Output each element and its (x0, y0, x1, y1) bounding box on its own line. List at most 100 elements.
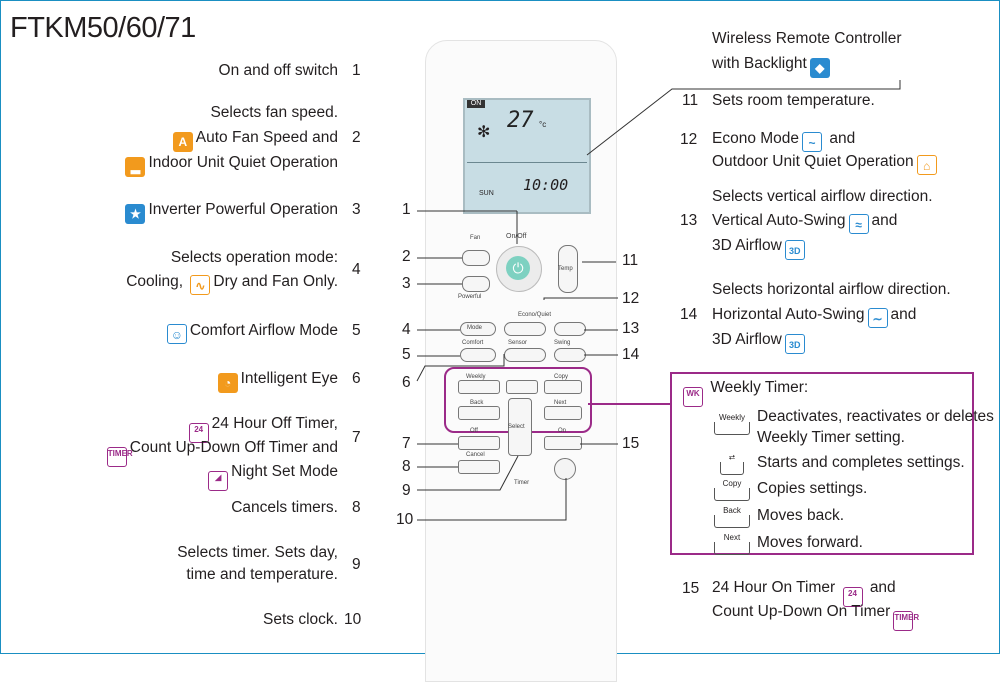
callout-12: 12 (622, 290, 640, 307)
weekly-row-3: Copies settings. (757, 480, 868, 497)
lcd-day: SUN (479, 190, 494, 197)
onoff-button[interactable]: ⏻ (496, 246, 542, 292)
timer-onoff-icon: TIMER (106, 447, 133, 467)
weekly-button-label: Weekly (466, 374, 486, 380)
next-button[interactable] (544, 406, 582, 420)
backlight-icon: ◆ (809, 58, 830, 78)
powerful-icon: ★ (125, 204, 146, 224)
3d-airflow-icon: 3D (784, 240, 805, 260)
label-7-line2: TIMERCount Up-Down Off Timer and (104, 436, 338, 467)
remote-label-line2: with Backlight◆ (712, 52, 833, 78)
callout-10: 10 (396, 511, 414, 528)
temp-button-label: Temp (558, 266, 573, 272)
callout-14: 14 (622, 346, 640, 363)
select-button[interactable] (508, 398, 532, 456)
item-14-line2: Horizontal Auto-Swing∼and (712, 306, 917, 328)
callout-lines (416, 80, 901, 521)
copy-button-label: Copy (554, 374, 569, 380)
callout-5: 5 (402, 346, 411, 363)
callout-9: 9 (402, 482, 411, 499)
timer-label: Timer (514, 480, 530, 486)
24-hour-timer-icon: 24 (842, 587, 863, 607)
item-12-num: 12 (680, 131, 698, 148)
weekly-button[interactable] (458, 380, 500, 394)
weekly-row-4: Moves back. (757, 507, 845, 524)
onoff-button-label: On/Off (506, 233, 527, 240)
callout-4: 4 (402, 321, 411, 338)
dry-icon: ∿ (190, 275, 211, 295)
item-15-num: 15 (682, 580, 700, 597)
powerful-button[interactable] (462, 276, 490, 292)
weekly-row-2: Starts and completes settings. (757, 454, 965, 471)
swing-button-label: Swing (554, 340, 571, 346)
lcd-divider (467, 162, 587, 163)
24-hour-timer-icon: 24 (188, 423, 209, 443)
label-2-line1: Selects fan speed. (210, 104, 338, 121)
item-11-num: 11 (682, 92, 699, 109)
label-3-num: 3 (352, 201, 361, 218)
label-1-num: 1 (352, 62, 361, 79)
label-4-line1: Selects operation mode: (170, 249, 338, 266)
label-2-num: 2 (352, 129, 361, 146)
powerful-button-label: Powerful (458, 294, 482, 300)
night-set-icon: ◢ (208, 471, 229, 491)
callout-7: 7 (402, 435, 411, 452)
label-2-line3: ▂Indoor Unit Quiet Operation (122, 151, 338, 177)
comfort-button[interactable] (554, 322, 586, 336)
callout-3: 3 (402, 275, 411, 292)
mode-button[interactable] (460, 322, 496, 336)
weekly-row-5: Moves forward. (757, 534, 863, 551)
key-weekly: Weekly (714, 413, 750, 438)
callout-8: 8 (402, 458, 411, 475)
callout-15: 15 (622, 435, 640, 452)
intelligent-eye-icon: ◔ (217, 373, 238, 393)
weekly-timer-icon: WK (683, 387, 703, 407)
econo-quiet-button[interactable] (504, 322, 546, 336)
temp-button[interactable] (558, 245, 578, 293)
remote-lcd-display: ON 27 °c ✻ 10:00 SUN (463, 98, 591, 214)
lcd-temperature: 27 (507, 108, 534, 133)
item-11-text: Sets room temperature. (712, 92, 875, 109)
econo-icon: ~ (802, 132, 823, 152)
label-8: Cancels timers. (231, 499, 338, 516)
enter-button[interactable] (506, 380, 538, 394)
cancel-button[interactable] (458, 460, 500, 474)
vertical-swing-icon: ≈ (848, 214, 869, 234)
copy-button[interactable] (544, 380, 582, 394)
clock-button[interactable] (554, 458, 576, 480)
page-title: FTKM50/60/71 (10, 12, 196, 44)
label-9-line2: time and temperature. (186, 566, 338, 583)
weekly-row-1-line2: Weekly Timer setting. (757, 429, 905, 446)
key-next: Next (714, 533, 750, 558)
remote-label-line1: Wireless Remote Controller (712, 30, 902, 47)
on-timer-button[interactable] (544, 436, 582, 450)
off-button-label: Off (470, 428, 478, 434)
label-5-num: 5 (352, 322, 361, 339)
horizontal-swing-icon: ∼ (867, 308, 888, 328)
key-copy: Copy (714, 479, 750, 504)
fan-button[interactable] (462, 250, 490, 266)
callout-13: 13 (622, 320, 640, 337)
label-10: Sets clock. (263, 611, 338, 628)
lcd-clock: 10:00 (523, 176, 569, 194)
next-button-label: Next (554, 400, 567, 406)
label-4-num: 4 (352, 261, 361, 278)
sensor-button-label: Sensor (508, 340, 528, 346)
label-7-num: 7 (352, 429, 361, 446)
off-timer-button[interactable] (458, 436, 500, 450)
comfort-airflow-button[interactable] (460, 348, 496, 362)
select-button-label: Select (508, 424, 525, 430)
label-4-line2: Cooling, ∿Dry and Fan Only. (126, 273, 338, 295)
label-1: On and off switch (218, 62, 338, 79)
back-button[interactable] (458, 406, 500, 420)
item-14-line1: Selects horizontal airflow direction. (712, 281, 951, 298)
econo-button-label: Econo/Quiet (518, 312, 552, 318)
power-icon: ⏻ (506, 256, 530, 280)
label-3: ★Inverter Powerful Operation (122, 198, 338, 224)
comfort-button-label: Comfort (462, 340, 484, 346)
lcd-snowflake-icon: ✻ (477, 124, 491, 141)
